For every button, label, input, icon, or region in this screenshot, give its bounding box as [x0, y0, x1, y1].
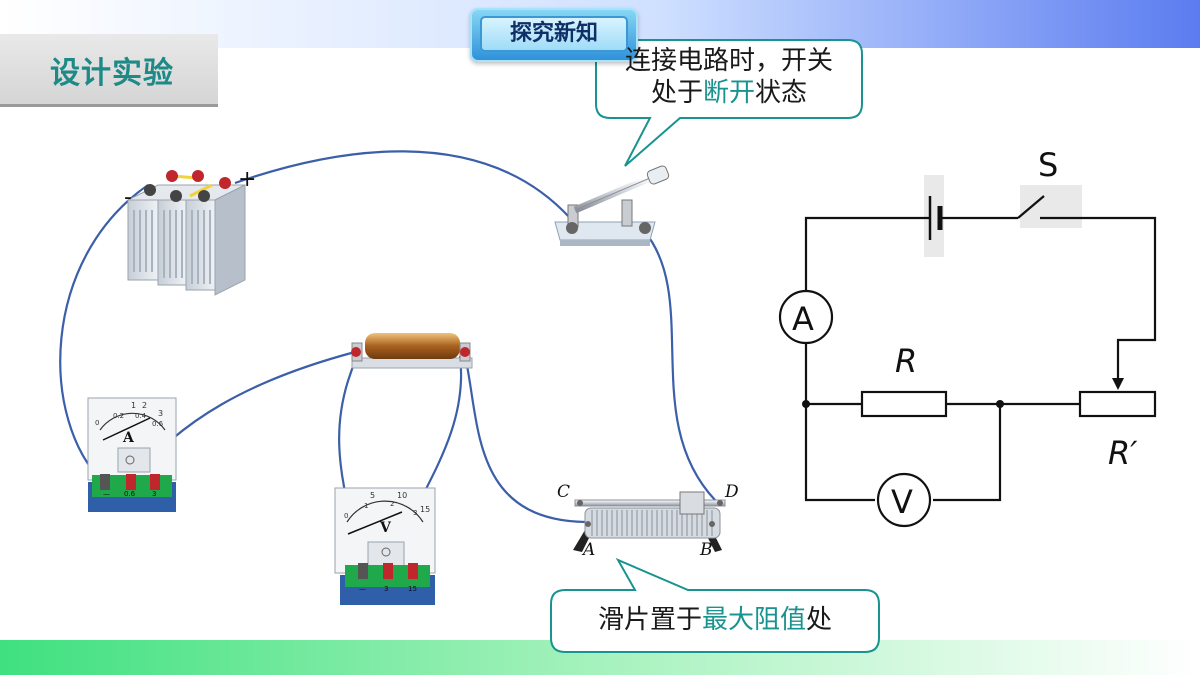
switch-callout-text: 连接电路时，开关 处于断开状态 — [600, 45, 858, 109]
voltmeter-scale-top-15: 15 — [420, 505, 430, 514]
rheostat-terminal-d: D — [724, 482, 739, 502]
rheostat-terminal-b: B — [699, 540, 713, 560]
ammeter-terminal-0.6: 0.6 — [124, 490, 136, 498]
voltmeter — [334, 487, 436, 605]
switch-callout-line1: 连接电路时，开关 — [624, 46, 833, 76]
topic-badge-label: 探究新知 — [480, 16, 628, 52]
rheostat-callout-text: 滑片置于最大阻值处 — [556, 604, 874, 636]
voltmeter-terminal-neg: — — [359, 585, 366, 593]
ammeter-scale-top-2: 2 — [142, 401, 147, 410]
voltmeter-scale-bottom-2: 2 — [390, 500, 394, 508]
rheostat-arrow — [1112, 378, 1124, 390]
ammeter-symbol: A — [122, 430, 135, 446]
rheostat-callout-bubble — [550, 557, 880, 653]
schematic-rheostat-label: R′ — [1108, 434, 1138, 472]
ammeter-scale-top-3: 3 — [158, 409, 163, 418]
voltmeter-symbol: V — [379, 520, 392, 536]
schematic-voltmeter-label: V — [891, 483, 913, 521]
junction-left — [802, 400, 810, 408]
ammeter-scale-bottom-2: 0.4 — [135, 412, 147, 420]
switch-callout-line2: 处于断开状态 — [600, 77, 858, 109]
circuit-schematic — [778, 175, 1157, 528]
schematic-resistor-label: R — [895, 342, 917, 380]
voltmeter-terminal-3: 3 — [384, 585, 388, 593]
ammeter-scale-bottom-1: 0.2 — [113, 412, 124, 420]
voltmeter-scale-bottom-1: 1 — [364, 502, 368, 510]
wires — [59, 150, 716, 571]
ammeter — [87, 397, 177, 512]
voltmeter-terminal-15: 15 — [408, 585, 417, 593]
switch-callout-suffix: 状态 — [755, 78, 808, 108]
ammeter-terminal-3: 3 — [152, 490, 156, 498]
battery-minus-label: - — [124, 185, 132, 210]
voltmeter-scale-bottom-3: 3 — [413, 509, 417, 517]
section-title: 设计实验 — [50, 56, 174, 91]
ammeter-scale-bottom-3: 0.6 — [152, 420, 164, 428]
battery-pack — [127, 170, 246, 296]
knife-switch — [554, 165, 670, 246]
voltmeter-scale-top-10: 10 — [397, 491, 407, 500]
rheostat-callout-suffix: 处 — [806, 605, 833, 635]
ammeter-terminal-neg: — — [103, 490, 110, 498]
ammeter-scale-bottom-0: 0 — [95, 419, 99, 427]
topic-badge: 探究新知 — [470, 8, 638, 62]
battery-plus-label: + — [238, 167, 256, 192]
schematic-switch-label: S — [1038, 146, 1058, 184]
junction-right — [996, 400, 1004, 408]
ammeter-scale-top-1: 1 — [131, 401, 136, 410]
fixed-resistor — [351, 333, 473, 369]
switch-callout-prefix: 处于 — [650, 78, 703, 108]
rheostat-callout-prefix: 滑片置于 — [597, 605, 702, 635]
rheostat-terminal-a: A — [581, 540, 595, 560]
switch-callout-highlight: 断开 — [702, 78, 755, 108]
section-title-tab: 设计实验 — [0, 34, 218, 107]
voltmeter-scale-bottom-0: 0 — [344, 512, 348, 520]
sliding-rheostat — [573, 491, 726, 552]
schematic-ammeter-label: A — [792, 300, 814, 338]
rheostat-callout-highlight: 最大阻值 — [701, 605, 806, 635]
rheostat-terminal-c: C — [557, 482, 570, 502]
voltmeter-scale-top-5: 5 — [370, 491, 375, 500]
